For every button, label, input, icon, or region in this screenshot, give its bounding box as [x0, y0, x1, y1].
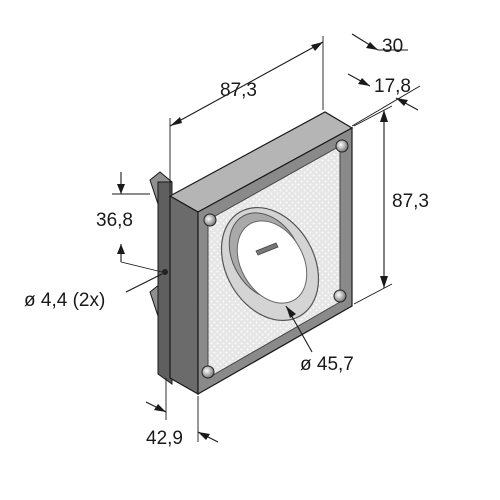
screw-icon [203, 213, 217, 227]
bore-ring [220, 206, 320, 322]
height-right-label: 87,3 [392, 191, 429, 212]
bracket-offset-label: 36,8 [96, 210, 133, 231]
dimension-bore-diameter: ø 45,7 [285, 305, 354, 375]
dimension-bottom-width: 42,9 [145, 378, 219, 449]
bottom-width-label: 42,9 [146, 428, 183, 449]
dimension-height-right: 87,3 [353, 105, 429, 305]
dimension-width-top: 87,3 [169, 36, 324, 194]
width-top-label: 87,3 [220, 80, 257, 101]
dimension-hole-diameter: ø 4,4 (2x) [24, 273, 163, 311]
corner-screws [201, 139, 349, 379]
mounting-bracket [149, 171, 173, 385]
mounting-hole-icon [162, 269, 168, 275]
depth-frame-label: 17,8 [374, 76, 411, 97]
dimension-bracket-offset: 36,8 [96, 172, 163, 273]
screw-icon [201, 365, 215, 379]
dimension-depth-frame: 17,8 [347, 73, 421, 127]
screw-icon [333, 289, 347, 303]
bore-diameter-label: ø 45,7 [300, 354, 354, 375]
frame-side-face [169, 194, 199, 396]
depth-total-label: 30 [382, 36, 403, 57]
dimension-depth-total: 30 [351, 33, 408, 57]
hole-diameter-label: ø 4,4 (2x) [24, 290, 105, 311]
bore-pin-icon [255, 242, 279, 256]
screw-icon [335, 139, 349, 153]
